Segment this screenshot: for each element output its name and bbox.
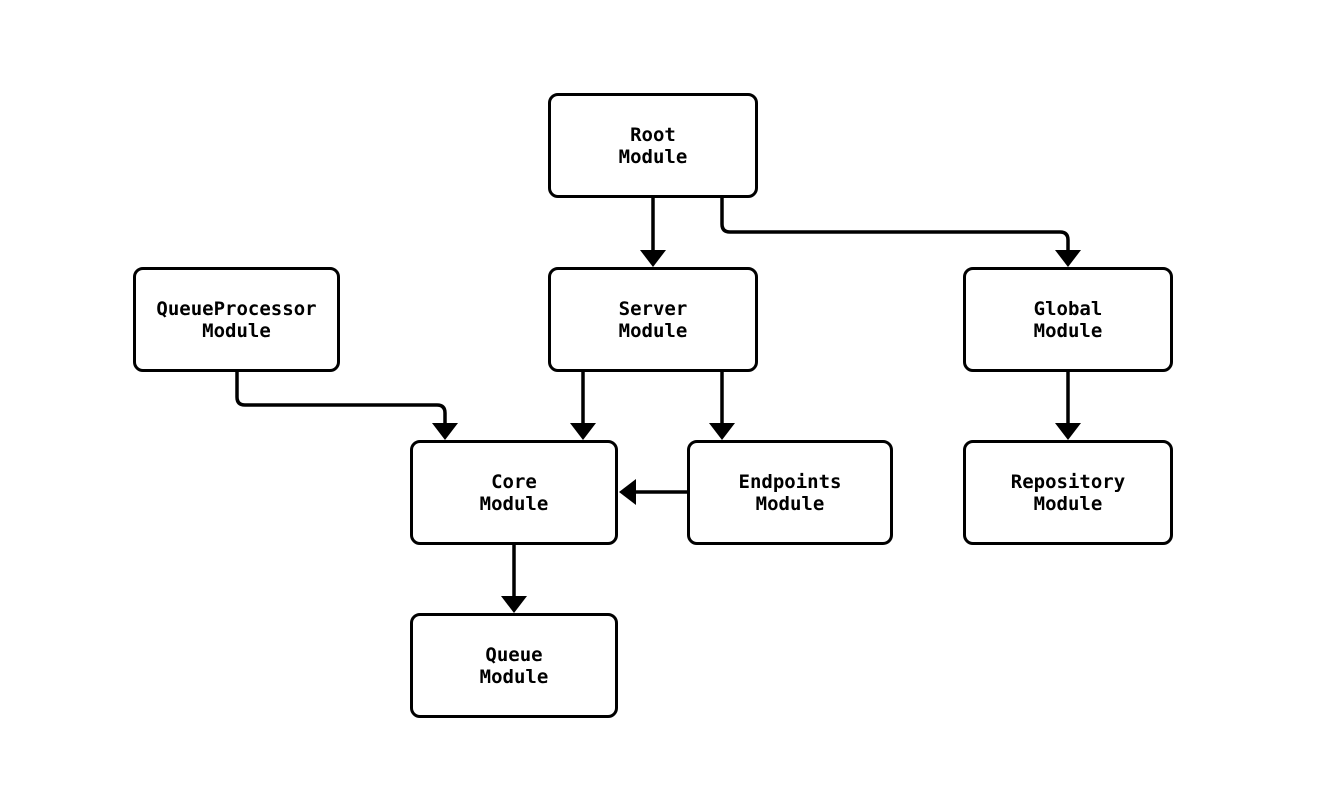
node-global-module: Global Module [963,267,1173,372]
node-root-module: Root Module [548,93,758,198]
node-endpoints-module: Endpoints Module [687,440,893,545]
node-core-module: Core Module [410,440,618,545]
edge-root-module-to-global-module [720,198,1081,267]
node-label: QueueProcessor Module [156,297,317,342]
node-label: Global Module [1033,297,1103,342]
node-label: Endpoints Module [738,470,842,515]
node-queue-module: Queue Module [410,613,618,718]
node-repository-module: Repository Module [963,440,1173,545]
node-queueprocessor-module: QueueProcessor Module [133,267,340,372]
node-label: Queue Module [479,643,549,688]
node-label: Core Module [479,470,549,515]
node-server-module: Server Module [548,267,758,372]
node-label: Repository Module [1010,470,1126,515]
node-label: Root Module [618,123,688,168]
edge-queueprocessor-module-to-core-module [235,372,458,440]
node-label: Server Module [618,297,688,342]
